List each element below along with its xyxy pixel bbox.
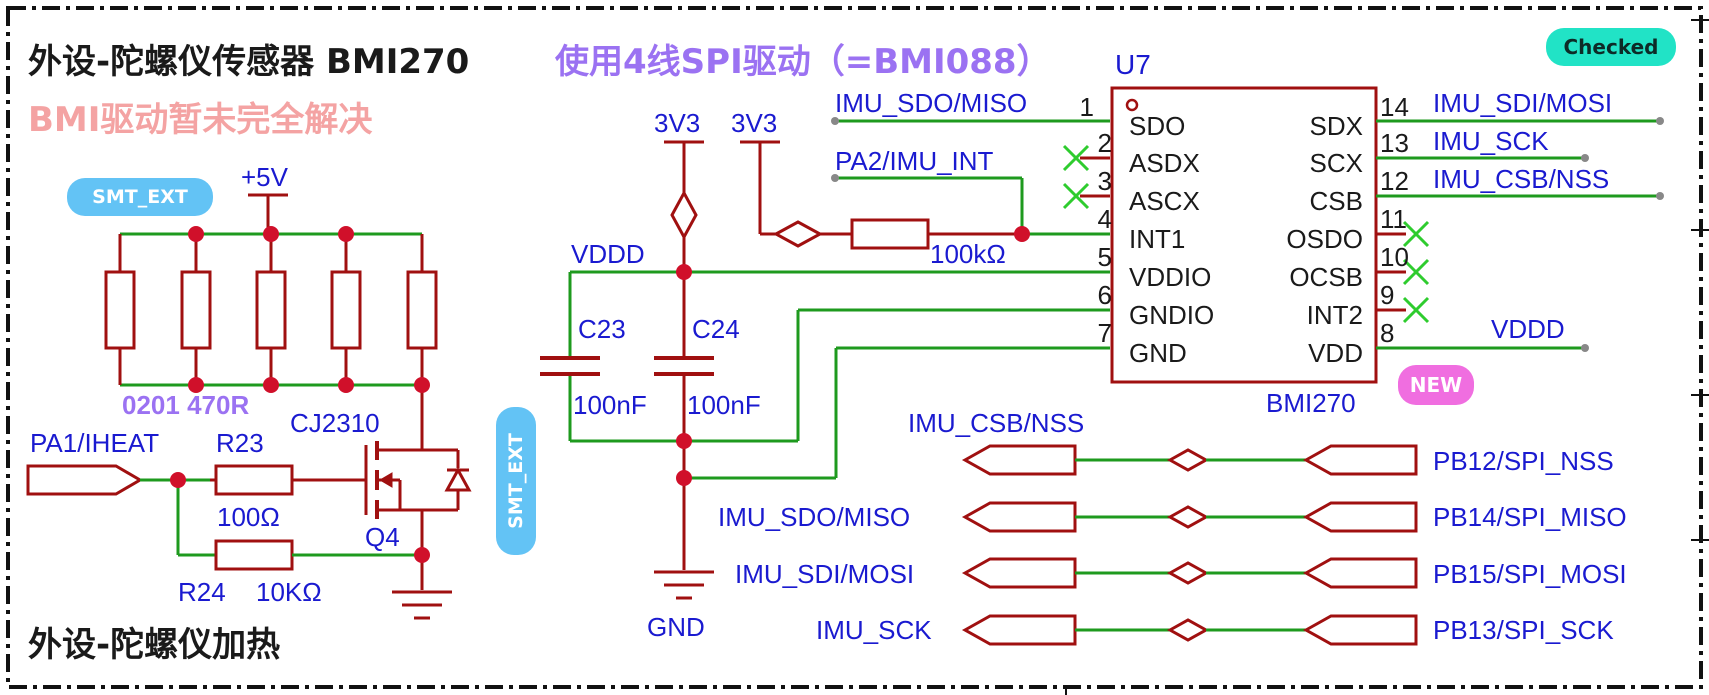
c24-ref-label: C24 — [692, 314, 740, 344]
imu-junctions — [676, 226, 1030, 486]
spi-imu-net: IMU_SDI/MOSI — [735, 559, 914, 589]
smt-ext-badge: SMT_EXT — [67, 178, 213, 216]
pin-name: GND — [1129, 338, 1187, 368]
pin-name: VDDIO — [1129, 262, 1211, 292]
mosfet-part-label: CJ2310 — [290, 408, 380, 438]
pin-name: INT1 — [1129, 224, 1185, 254]
sheet-border — [6, 6, 1703, 689]
pin-number: 13 — [1380, 128, 1409, 158]
pin-number: 6 — [1098, 280, 1112, 310]
mosfet-ref-label: Q4 — [365, 522, 400, 552]
c23-ref-label: C23 — [578, 314, 626, 344]
pin-number: 8 — [1380, 318, 1394, 348]
int-net-label: PA2/IMU_INT — [835, 146, 994, 176]
checked-badge: Checked — [1546, 28, 1676, 66]
c23-value-label: 100nF — [573, 390, 647, 420]
new-badge: NEW — [1398, 365, 1474, 405]
pin-number: 4 — [1098, 204, 1112, 234]
pin-name: OCSB — [1289, 262, 1363, 292]
pin-number: 12 — [1380, 166, 1409, 196]
pin-name: OSDO — [1286, 224, 1363, 254]
pin-name: ASDX — [1129, 148, 1200, 178]
smt-ext-badge-vertical: SMT_EXT — [496, 407, 536, 555]
imu-part-label: BMI270 — [1266, 388, 1356, 418]
imu-circuit — [540, 86, 1664, 600]
r23-value-label: 100Ω — [217, 502, 280, 532]
driver-warning: BMI驱动暂未完全解决 — [28, 100, 373, 140]
spi-mcu-net: PB12/SPI_NSS — [1433, 446, 1614, 476]
resistor-array-label: 0201 470R — [122, 390, 249, 420]
mosfet-q4-symbol — [310, 441, 472, 519]
heater-junctions — [170, 226, 430, 563]
power-3v3-b-label: 3V3 — [731, 108, 777, 138]
pin-number: 9 — [1380, 280, 1394, 310]
pin-name: CSB — [1310, 186, 1363, 216]
pin-number: 10 — [1380, 242, 1409, 272]
imu-right-pins: 14 SDX 13 SCX 12 CSB 11 OSDO 10 OCSB 9 I… — [1286, 92, 1409, 368]
spi-mcu-net: PB14/SPI_MISO — [1433, 502, 1627, 532]
pin-name: SCX — [1310, 148, 1363, 178]
pin-number: 5 — [1098, 242, 1112, 272]
imu-left-pins: 1 SDO 2 ASDX 3 ASCX 4 INT1 5 VDDIO 6 GND… — [1080, 92, 1215, 368]
sheet-title: 外设-陀螺仪传感器 BMI270 — [28, 42, 470, 82]
pin-name: SDO — [1129, 111, 1185, 141]
heater-input-net: PA1/IHEAT — [30, 428, 159, 458]
pin-number: 7 — [1098, 318, 1112, 348]
r24-value-label: 10KΩ — [256, 577, 322, 607]
net-sdi-label: IMU_SDI/MOSI — [1433, 88, 1612, 118]
pin-name: VDD — [1308, 338, 1363, 368]
spi-imu-net: IMU_SDO/MISO — [718, 502, 910, 532]
r24-ref-label: R24 — [178, 577, 226, 607]
vddd-right-label: VDDD — [1491, 314, 1565, 344]
spi-net-ties — [961, 444, 1418, 646]
spi-mcu-net: PB15/SPI_MOSI — [1433, 559, 1627, 589]
no-connect-markers — [1062, 144, 1430, 324]
heater-power-label: +5V — [241, 162, 289, 192]
pin-name: ASCX — [1129, 186, 1200, 216]
heater-circuit — [26, 193, 472, 620]
pin-number: 2 — [1098, 128, 1112, 158]
spi-imu-net: IMU_CSB/NSS — [908, 408, 1084, 438]
pin-number: 3 — [1098, 166, 1112, 196]
power-3v3-a-label: 3V3 — [654, 108, 700, 138]
pin-name: INT2 — [1307, 300, 1363, 330]
heater-title: 外设-陀螺仪加热 — [28, 625, 281, 665]
r23-ref-label: R23 — [216, 428, 264, 458]
pin-number: 11 — [1380, 204, 1407, 234]
vddd-left-label: VDDD — [571, 239, 645, 269]
spi-mcu-net: PB13/SPI_SCK — [1433, 615, 1614, 645]
spi-map-labels: IMU_CSB/NSS PB12/SPI_NSS IMU_SDO/MISO PB… — [718, 408, 1627, 645]
sheet-subtitle: 使用4线SPI驱动（=BMI088） — [555, 42, 1051, 82]
pin-number: 1 — [1080, 92, 1094, 122]
net-csb-label: IMU_CSB/NSS — [1433, 164, 1609, 194]
pin-name: GNDIO — [1129, 300, 1214, 330]
pin-number: 14 — [1380, 92, 1409, 122]
c24-value-label: 100nF — [687, 390, 761, 420]
heater-resistor-array — [104, 234, 438, 385]
net-sck-label: IMU_SCK — [1433, 126, 1549, 156]
net-sdo-label: IMU_SDO/MISO — [835, 88, 1027, 118]
gnd-label: GND — [647, 612, 705, 642]
spi-imu-net: IMU_SCK — [816, 615, 932, 645]
pullup-value-label: 100kΩ — [930, 239, 1006, 269]
smt-ext-badge-label: SMT_EXT — [505, 433, 528, 529]
imu-ref-label: U7 — [1115, 49, 1151, 80]
pin-name: SDX — [1310, 111, 1363, 141]
